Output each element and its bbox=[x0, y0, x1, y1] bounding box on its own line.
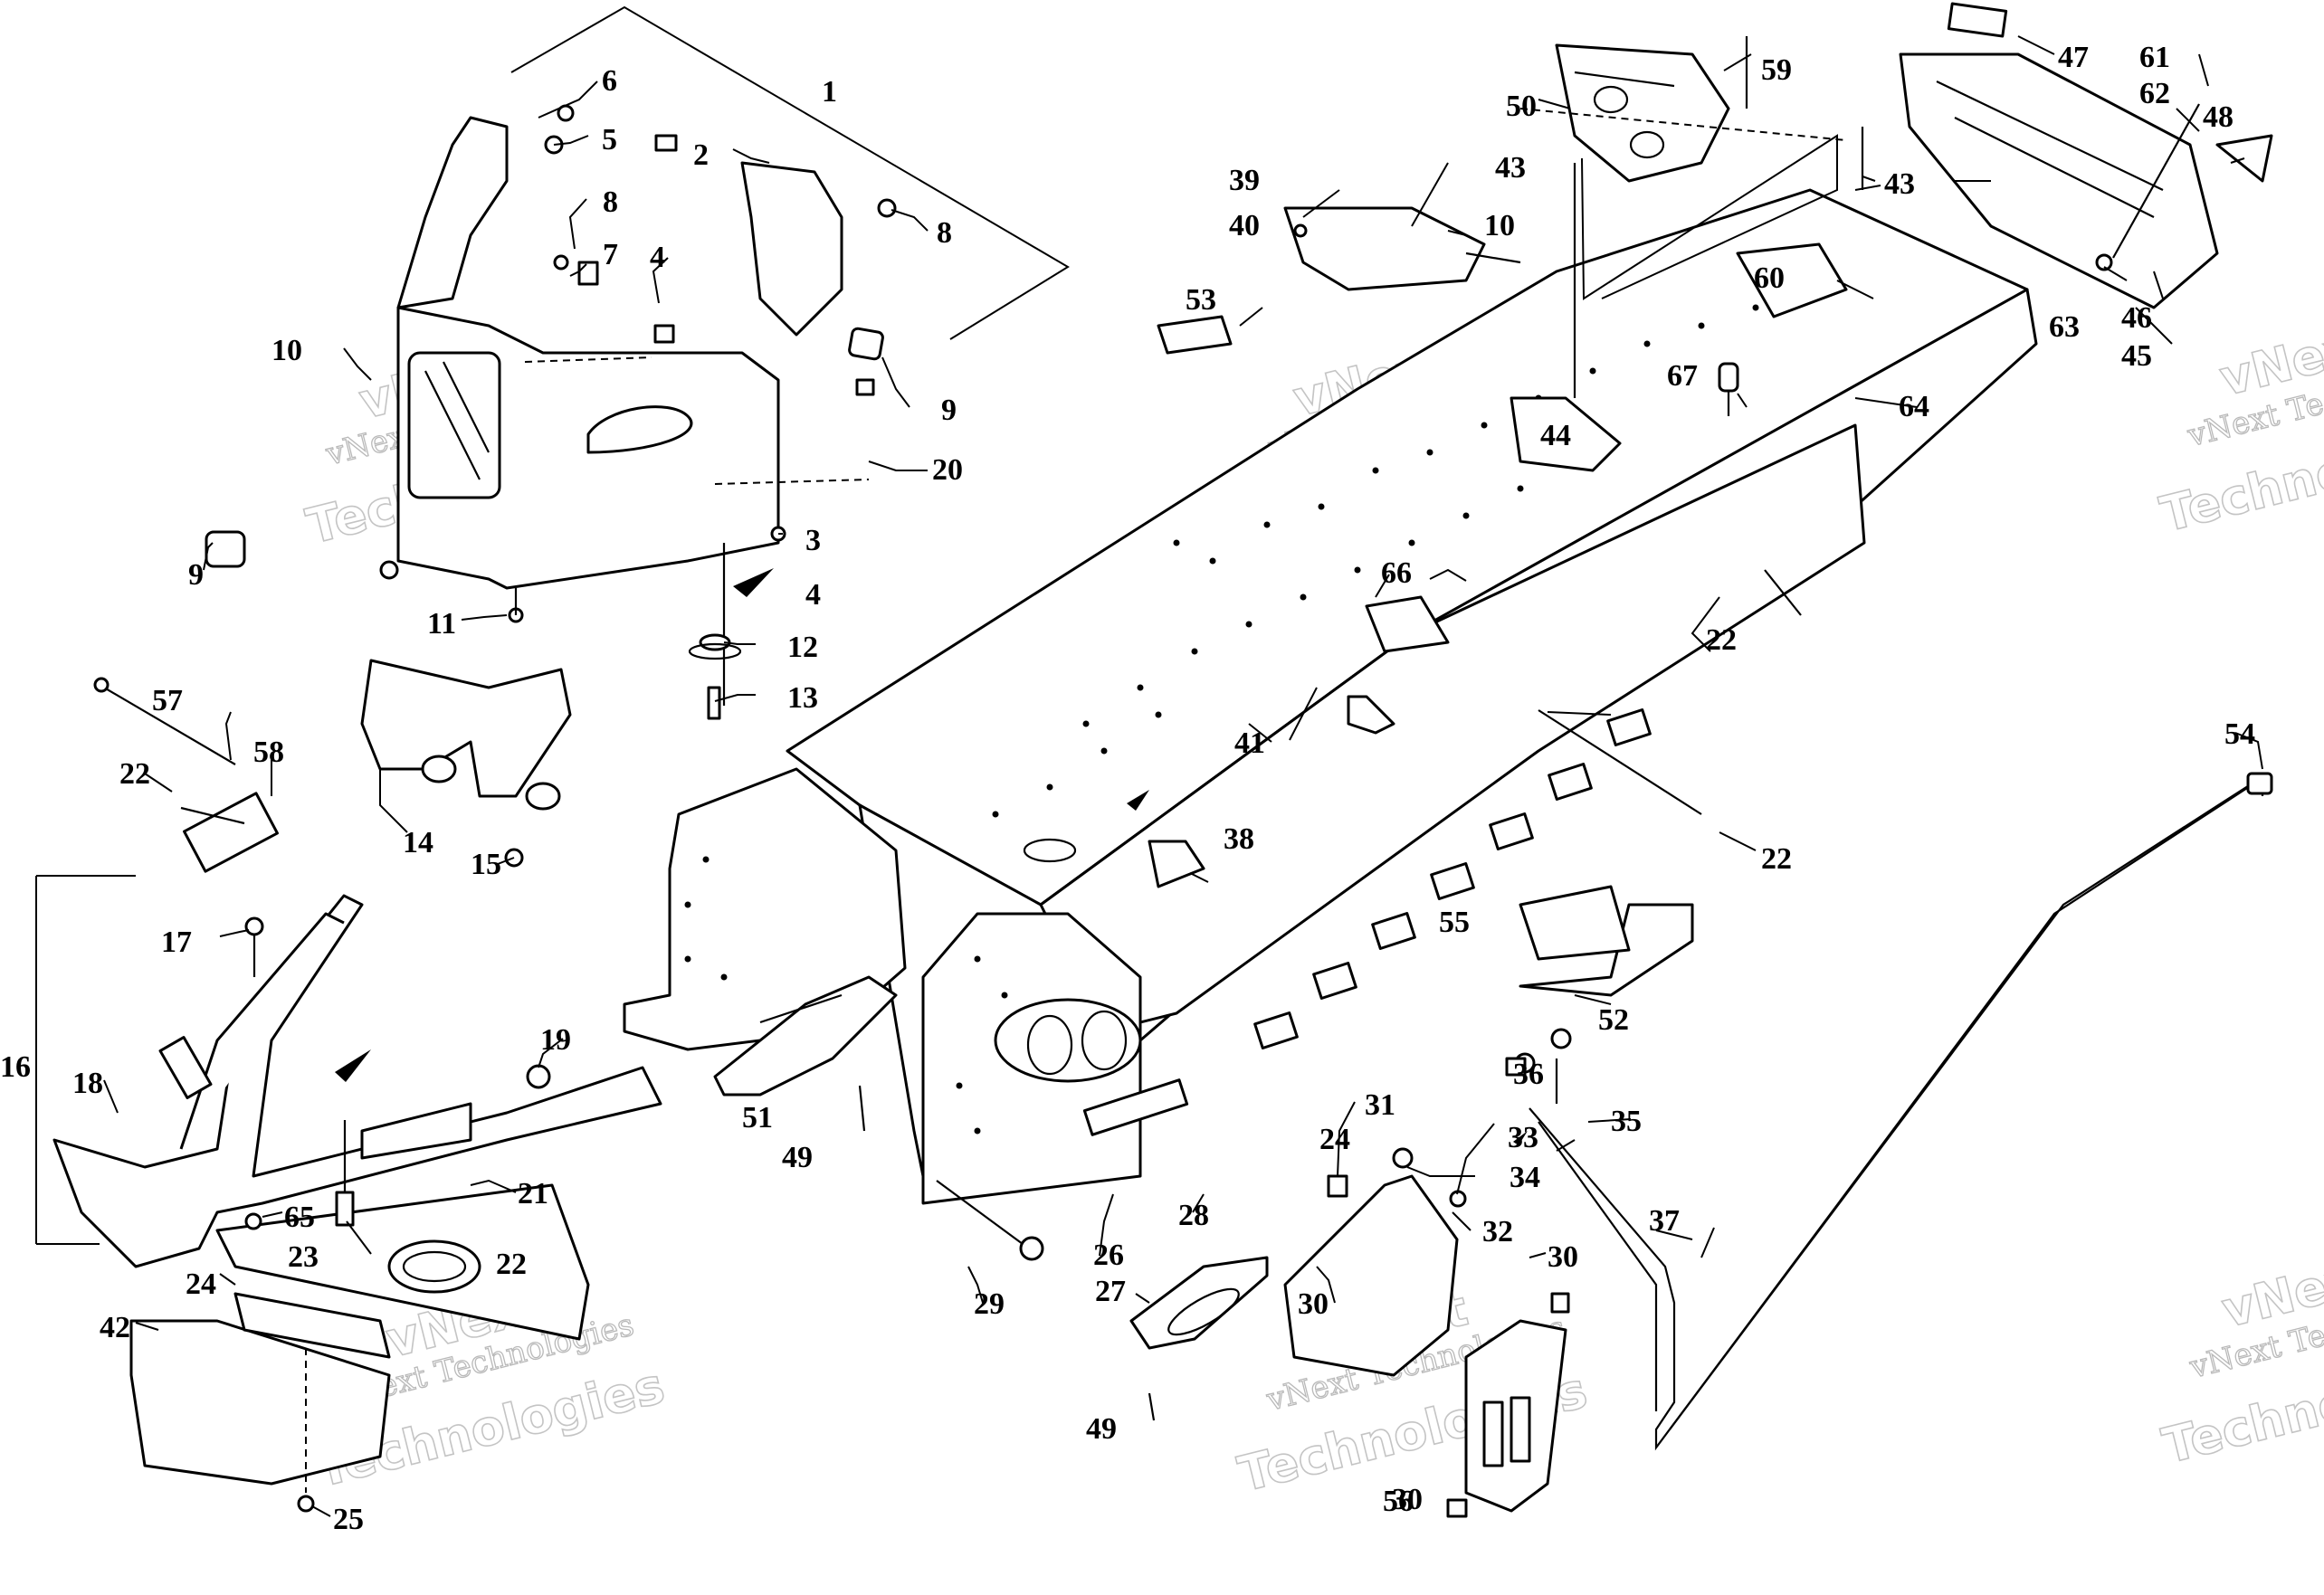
callout-number: 8 bbox=[937, 216, 952, 250]
callout-labels: 1 2 3 4 4 5 6 7 8 8 9 9 10 10 11 12 13 1… bbox=[0, 41, 2255, 1536]
callout-number: 22 bbox=[1761, 842, 1792, 876]
callout-number: 10 bbox=[1484, 209, 1515, 242]
callout-number: 39 bbox=[1229, 164, 1260, 197]
callout-number: 66 bbox=[1381, 556, 1412, 590]
callout-number: 31 bbox=[1365, 1088, 1395, 1122]
callout-number: 62 bbox=[2139, 77, 2170, 110]
callout-number: 22 bbox=[1706, 623, 1737, 657]
callout-number: 16 bbox=[0, 1050, 31, 1084]
callout-number: 63 bbox=[2049, 310, 2080, 344]
callout-number: 19 bbox=[540, 1023, 571, 1057]
callout-number: 24 bbox=[1319, 1123, 1350, 1156]
running-board-brackets bbox=[1283, 885, 1694, 1518]
arrow-icon bbox=[1127, 790, 1149, 811]
callout-number: 26 bbox=[1093, 1239, 1124, 1272]
callout-number: 22 bbox=[496, 1248, 527, 1281]
callout-number: 47 bbox=[2058, 41, 2089, 74]
callout-number: 38 bbox=[1224, 822, 1254, 856]
callout-number: 46 bbox=[2121, 301, 2152, 335]
callout-number: 45 bbox=[2121, 339, 2152, 373]
callout-number: 4 bbox=[650, 241, 665, 274]
callout-number: 40 bbox=[1229, 209, 1260, 242]
arrow-icon bbox=[335, 1049, 371, 1082]
callout-number: 25 bbox=[333, 1503, 364, 1536]
callout-number: 30 bbox=[1298, 1287, 1329, 1321]
callout-number: 32 bbox=[1482, 1215, 1513, 1248]
callout-number: 9 bbox=[188, 558, 204, 592]
callout-number: 30 bbox=[1392, 1483, 1423, 1516]
callout-number: 14 bbox=[403, 826, 433, 859]
callout-number: 50 bbox=[1506, 90, 1537, 123]
callout-number: 5 bbox=[602, 123, 617, 157]
callout-number: 42 bbox=[100, 1311, 130, 1344]
front-bulkhead-assembly bbox=[205, 104, 897, 868]
callout-number: 43 bbox=[1884, 167, 1915, 201]
callout-number: 2 bbox=[693, 138, 709, 172]
callout-number: 58 bbox=[253, 736, 284, 769]
callout-number: 23 bbox=[288, 1240, 319, 1274]
callout-number: 53 bbox=[1186, 283, 1216, 317]
callout-number: 56 bbox=[1383, 1485, 1414, 1518]
callout-number: 49 bbox=[1086, 1412, 1117, 1446]
callout-number: 11 bbox=[427, 607, 456, 641]
callout-number: 59 bbox=[1761, 53, 1792, 87]
callout-number: 21 bbox=[518, 1177, 548, 1210]
callout-number: 12 bbox=[787, 631, 818, 664]
callout-number: 29 bbox=[974, 1287, 1005, 1321]
callout-number: 61 bbox=[2139, 41, 2170, 74]
callout-number: 20 bbox=[932, 453, 963, 487]
callout-number: 13 bbox=[787, 681, 818, 715]
callout-number: 37 bbox=[1649, 1204, 1680, 1238]
callout-number: 49 bbox=[782, 1141, 813, 1174]
callout-number: 22 bbox=[119, 757, 150, 791]
callout-number: 10 bbox=[271, 334, 302, 367]
callout-number: 35 bbox=[1611, 1105, 1642, 1138]
callout-number: 30 bbox=[1548, 1240, 1578, 1274]
callout-number: 41 bbox=[1234, 726, 1265, 760]
leader-lines bbox=[103, 35, 2263, 1517]
callout-number: 57 bbox=[152, 684, 183, 717]
arrow-icon bbox=[733, 568, 774, 597]
callout-number: 44 bbox=[1540, 419, 1571, 452]
callout-number: 60 bbox=[1754, 261, 1785, 295]
callout-number: 34 bbox=[1510, 1161, 1540, 1194]
callout-number: 27 bbox=[1095, 1275, 1126, 1308]
watermark-group: vNext vNext Technologies Technologies bbox=[2157, 1244, 2324, 1476]
footrest-parts bbox=[713, 975, 1269, 1421]
callout-number: 24 bbox=[186, 1267, 216, 1301]
callout-number: 4 bbox=[805, 578, 821, 612]
callout-number: 64 bbox=[1899, 390, 1929, 423]
callout-number: 8 bbox=[603, 185, 618, 219]
callout-number: 6 bbox=[602, 64, 617, 98]
callout-number: 18 bbox=[72, 1067, 103, 1100]
callout-number: 54 bbox=[2224, 717, 2255, 751]
assembly-bracket-line bbox=[510, 5, 1070, 340]
callout-number: 51 bbox=[742, 1101, 773, 1135]
callout-number: 15 bbox=[471, 848, 501, 881]
rear-bumper bbox=[1505, 772, 2273, 1451]
callout-number: 1 bbox=[822, 75, 837, 109]
callout-number: 36 bbox=[1513, 1058, 1544, 1091]
callout-number: 17 bbox=[161, 926, 192, 959]
arrow-icon bbox=[1513, 1131, 1528, 1145]
watermark-group: vNext vNext Technologies Technologies bbox=[2154, 312, 2324, 544]
tunnel-chassis bbox=[623, 188, 2038, 1205]
vent-windows bbox=[1253, 708, 1652, 1049]
callout-number: 7 bbox=[603, 238, 618, 271]
callout-number: 55 bbox=[1439, 906, 1470, 939]
callout-number: 3 bbox=[805, 524, 821, 557]
callout-number: 48 bbox=[2203, 100, 2234, 134]
callout-number: 33 bbox=[1508, 1121, 1538, 1154]
rear-flap-assembly bbox=[1148, 2, 2273, 888]
callout-number: 65 bbox=[284, 1201, 315, 1234]
front-frame-assembly bbox=[35, 677, 662, 1513]
callout-number: 67 bbox=[1667, 359, 1698, 393]
callout-number: 28 bbox=[1178, 1199, 1209, 1232]
callout-number: 52 bbox=[1598, 1003, 1629, 1037]
callout-number: 9 bbox=[941, 394, 957, 427]
callout-number: 43 bbox=[1495, 151, 1526, 185]
rivet-holes bbox=[684, 304, 1759, 1135]
